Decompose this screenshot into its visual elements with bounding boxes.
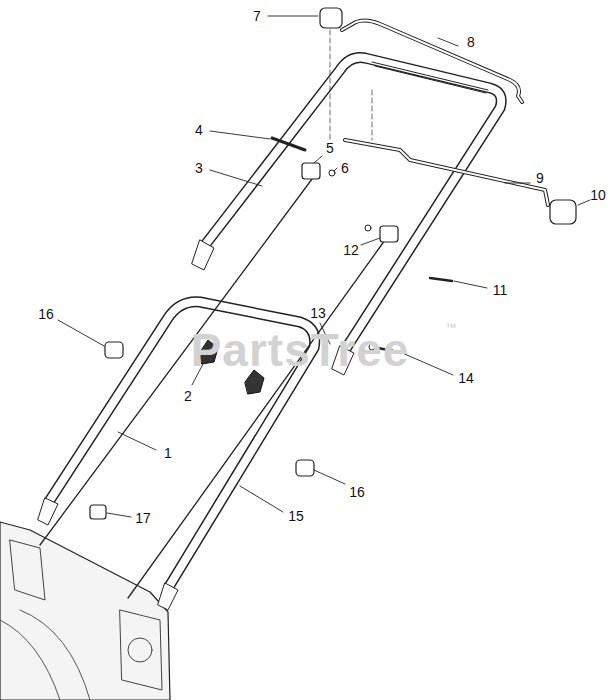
- watermark: PartsTree: [191, 327, 410, 373]
- callout-number: 8: [467, 35, 475, 49]
- callout-number: 2: [184, 389, 192, 403]
- callout-number: 7: [253, 9, 261, 23]
- callout-number: 16: [38, 307, 54, 321]
- callout-number: 9: [536, 171, 544, 185]
- callout-number: 1: [164, 446, 172, 460]
- callout-number: 17: [135, 511, 151, 525]
- callout-number: 3: [195, 161, 203, 175]
- callout-number: 14: [458, 371, 474, 385]
- callout-number: 6: [341, 161, 349, 175]
- callout-number: 16: [349, 485, 365, 499]
- callout-number: 4: [195, 123, 203, 137]
- callout-number: 5: [326, 141, 334, 155]
- callout-number: 11: [493, 283, 508, 297]
- watermark-mark: ™: [446, 322, 457, 333]
- callout-number: 12: [343, 243, 359, 257]
- callout-number: 10: [590, 188, 606, 202]
- callout-number: 13: [310, 306, 326, 320]
- callout-number: 15: [288, 509, 304, 523]
